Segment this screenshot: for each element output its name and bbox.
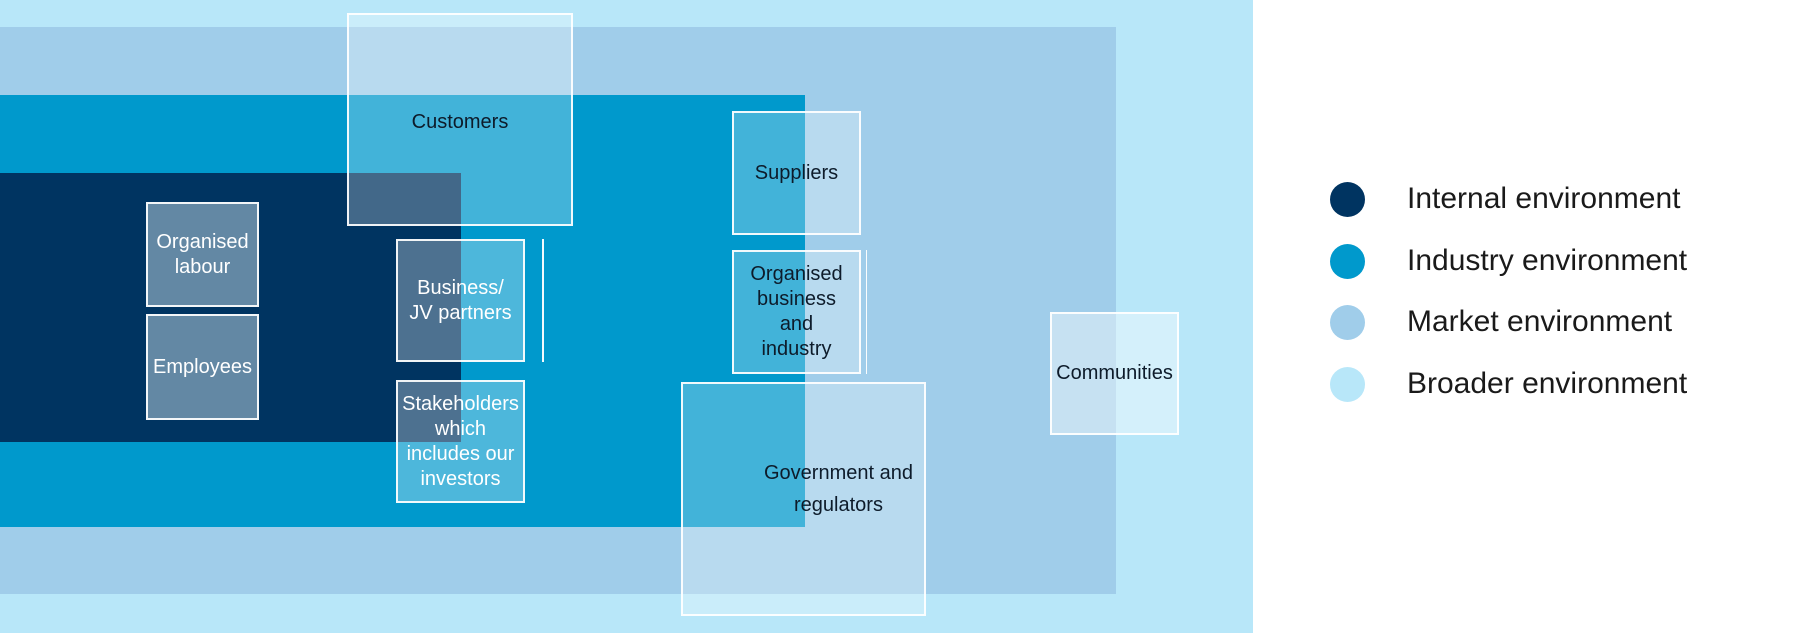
market-dot-icon [1330, 305, 1365, 340]
organised-business-label: Organised business and industry [750, 263, 843, 360]
business-jv-partners-box: Business/ JV partners [396, 239, 525, 362]
customers-box: Customers [347, 13, 573, 226]
organised-labour-box: Organised labour [146, 202, 259, 307]
organised-business-box: Organised business and industry [732, 250, 861, 374]
government-regulators-box: Government and regulators [681, 382, 926, 616]
communities-label: Communities [1056, 362, 1173, 384]
employees-label: Employees [153, 355, 252, 378]
legend-label-broader: Broader environment [1407, 366, 1688, 400]
broader-dot-icon [1330, 366, 1365, 402]
business-jv-partners-divider [542, 239, 544, 362]
organised-business-divider [866, 250, 867, 374]
organised-labour-label: Organised labour [156, 230, 249, 278]
customers-label: Customers [411, 111, 509, 133]
legend-label-market: Market environment [1407, 305, 1673, 338]
stakeholders-investors-box: Stakeholders which includes our investor… [396, 380, 525, 503]
communities-box: Communities [1050, 312, 1179, 435]
suppliers-label: Suppliers [754, 161, 839, 184]
legend-label-internal: Internal environment [1407, 182, 1681, 215]
government-regulators-label: Government and regulators [764, 462, 913, 516]
industry-dot-icon [1330, 243, 1365, 279]
legend-label-industry: Industry environment [1407, 243, 1688, 277]
employees-box: Employees [146, 314, 259, 420]
suppliers-box: Suppliers [732, 111, 861, 235]
stakeholders-investors-label: Stakeholders which includes our investor… [402, 392, 519, 490]
business-jv-partners-label: Business/ JV partners [409, 276, 512, 324]
internal-dot-icon [1330, 182, 1365, 217]
